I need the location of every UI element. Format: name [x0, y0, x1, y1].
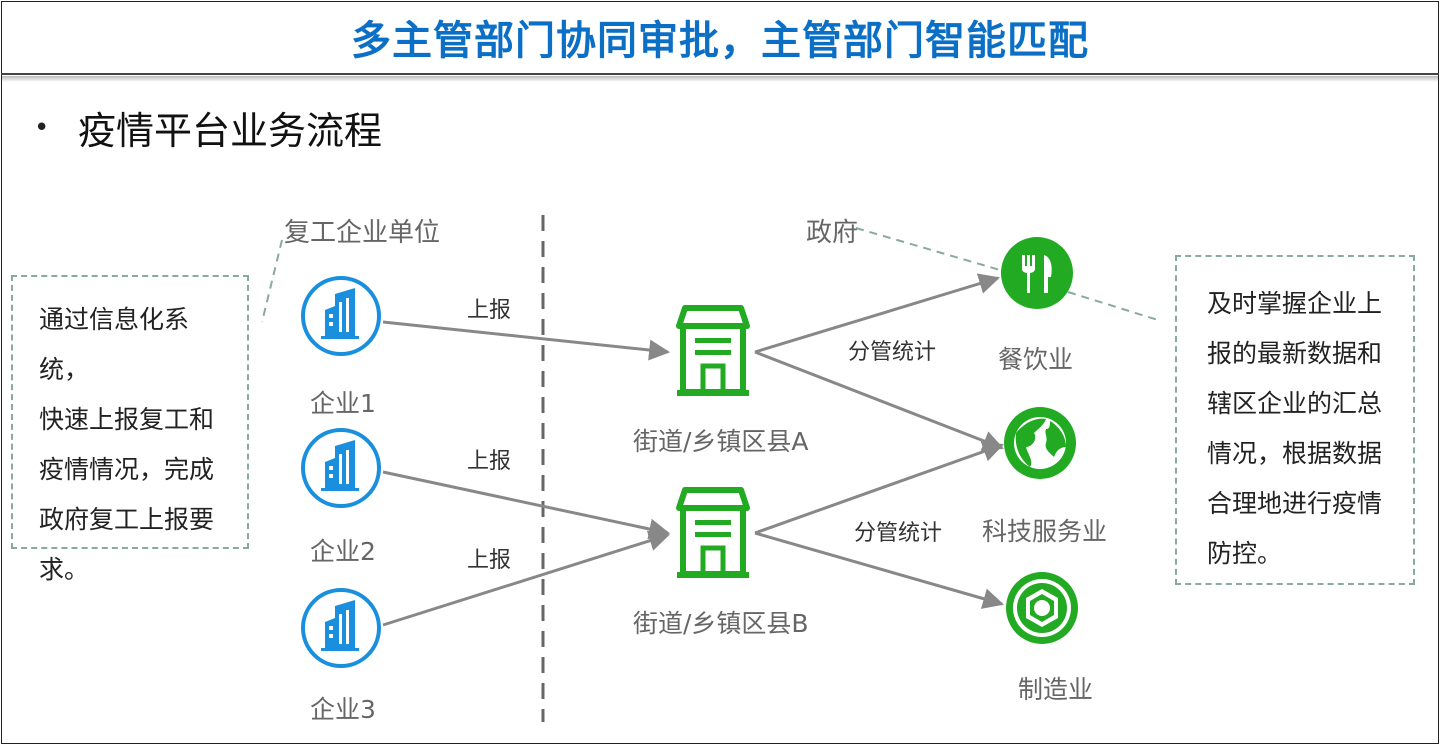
industry-catering-label: 餐饮业: [998, 345, 1074, 374]
note-right-line: 辖区企业的汇总: [1207, 389, 1383, 418]
note-left-line: 快速上报复工和: [39, 405, 215, 434]
industry-manufacturing-label: 制造业: [1018, 675, 1094, 704]
arrow-enterprise2-streetB: [382, 470, 671, 540]
street-b-building-icon: [676, 487, 750, 578]
bullet-dot: •: [34, 112, 50, 143]
arrow-enterprise1-streetA: [382, 320, 671, 361]
arrow-label-report-1: 上报: [467, 298, 512, 323]
enterprise-3-icon: [301, 588, 381, 668]
arrow-streetB-manufacturing: [754, 531, 1005, 609]
street-a-building-icon: [676, 305, 750, 396]
enterprise-leader-line: [261, 239, 283, 323]
note-right-box: 及时掌握企业上 报的最新数据和 辖区企业的汇总 情况，根据数据 合理地进行疫情 …: [1175, 255, 1415, 585]
note-right-line: 及时掌握企业上: [1207, 289, 1383, 318]
globe-icon: [1004, 407, 1076, 479]
note-left-line: 政府复工上报要: [39, 505, 215, 534]
enterprise-2-label: 企业2: [310, 537, 376, 566]
note-right-line: 情况，根据数据: [1207, 439, 1383, 468]
bullet-text: 疫情平台业务流程: [78, 109, 383, 153]
arrow-enterprise3-streetB: [382, 530, 671, 627]
note-left-box: 通过信息化系统， 快速上报复工和 疫情情况，完成 政府复工上报要 求。: [11, 275, 249, 584]
arrow-label-report-2: 上报: [467, 449, 512, 474]
note-left-line: 求。: [39, 555, 90, 584]
enterprise-2-icon: [301, 428, 381, 508]
section-label-government: 政府: [806, 218, 859, 248]
note-right-line: 防控。: [1207, 539, 1283, 568]
government-leader-line: [855, 227, 1001, 271]
arrow-streetB-tech: [754, 441, 1004, 535]
note-left-line: 通过信息化系统，: [39, 305, 190, 384]
fork-knife-icon: [1001, 237, 1073, 309]
industry-leader-line: [1067, 291, 1159, 321]
note-left-line: 疫情情况，完成: [39, 455, 215, 484]
arrow-streetA-catering: [754, 273, 1001, 354]
note-right-line: 报的最新数据和: [1207, 339, 1383, 368]
note-right-line: 合理地进行疫情: [1207, 489, 1383, 518]
title-bar: 多主管部门协同审批，主管部门智能匹配: [1, 1, 1439, 75]
arrow-label-stats-1: 分管统计: [848, 340, 937, 365]
industry-tech-label: 科技服务业: [982, 517, 1108, 546]
section-label-enterprise: 复工企业单位: [284, 218, 441, 248]
enterprise-3-label: 企业3: [310, 695, 376, 724]
title-divider: [2, 76, 1438, 82]
enterprise-1-icon: [301, 276, 381, 356]
arrow-streetA-tech: [754, 350, 1004, 451]
page-title: 多主管部门协同审批，主管部门智能匹配: [351, 18, 1089, 64]
street-b-label: 街道/乡镇区县B: [633, 609, 809, 638]
hex-nut-icon: [1006, 572, 1078, 644]
bullet-item: • 疫情平台业务流程: [34, 100, 382, 155]
arrow-label-stats-2: 分管统计: [854, 521, 943, 546]
arrow-label-report-3: 上报: [467, 548, 512, 573]
enterprise-1-label: 企业1: [310, 389, 376, 418]
street-a-label: 街道/乡镇区县A: [633, 427, 809, 456]
